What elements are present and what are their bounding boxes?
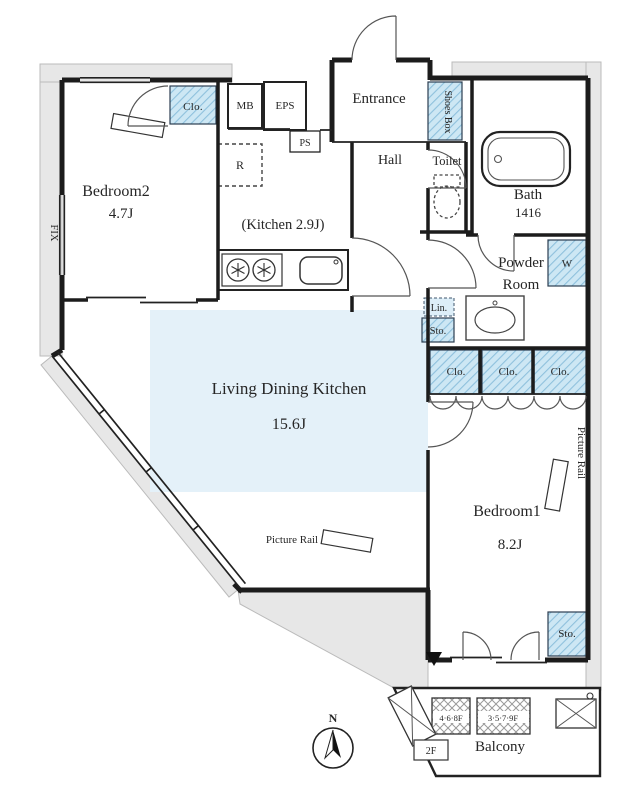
mb-box: [227, 83, 263, 129]
burner-flame-icon: [231, 263, 245, 277]
stove-burner-icon: [252, 258, 276, 282]
refrigerator-label: R: [236, 158, 244, 172]
toilet-label: Toilet: [433, 154, 463, 168]
bathroom-fixtures: [433, 130, 572, 341]
ldk-floor-shading: [150, 310, 428, 492]
compass: [312, 727, 354, 769]
picture-rail-bar-ldk: [320, 529, 374, 553]
bathtub-drain-icon: [493, 154, 503, 164]
burner-flame-icon: [257, 263, 271, 277]
kitchen-sink-icon: [299, 256, 343, 285]
door-arcs: [127, 15, 540, 661]
vanity-sink-icon: [474, 306, 516, 334]
entry-triangle-marker: [426, 652, 442, 666]
unit-floors-b-label: 3·5·7·9F: [488, 713, 518, 723]
hall-label: Hall: [378, 153, 402, 168]
bath-size: 1416: [515, 205, 542, 220]
bedroom2-closet-box: [169, 85, 217, 125]
stove-burner-icon: [226, 258, 250, 282]
shoes-box-label: Shoes Box: [442, 90, 453, 133]
ps-label: PS: [299, 138, 310, 149]
picture-rail-label-right: Picture Rail: [575, 427, 587, 479]
compass-needle-light: [323, 729, 334, 760]
powder-room-label-1: Powder: [498, 255, 544, 271]
kitchen-counter: [217, 249, 349, 291]
closet-door-scallops: [429, 395, 587, 410]
bedroom1-storage-box: [547, 611, 587, 657]
bedroom1-label: Bedroom1: [473, 503, 541, 520]
bedroom2-closet-label: Clo.: [183, 101, 203, 113]
floor-2f-box: [413, 739, 449, 761]
bedroom2-size: 4.7J: [109, 206, 134, 222]
walls-thin: [228, 128, 586, 395]
ldk-label: Living Dining Kitchen: [212, 379, 367, 398]
washer-label: W: [562, 258, 573, 270]
bath-label: Bath: [514, 187, 543, 203]
picture-rail-label-bottom: Picture Rail: [266, 534, 318, 546]
toilet-bowl-icon: [433, 185, 461, 219]
bedroom1-storage-label: Sto.: [558, 628, 576, 640]
floor-2f-label: 2F: [426, 746, 437, 757]
ps-box: [289, 130, 321, 153]
bathtub-inner-icon: [487, 137, 565, 181]
vanity-faucet-icon: [492, 300, 498, 306]
powder-room-label-2: Room: [503, 277, 540, 293]
ac-unit-label-band-b: [478, 711, 529, 723]
compass-north-label: N: [329, 711, 338, 725]
kitchen-label: (Kitchen 2.9J): [242, 217, 325, 233]
ldk-size: 15.6J: [272, 416, 306, 433]
picture-rail-bar-bedroom1: [544, 458, 569, 512]
partition-x-box-left: [387, 685, 437, 747]
walls-outer: [50, 57, 591, 663]
window-lines: [51, 76, 547, 664]
balcony-equipment: [387, 685, 597, 761]
toilet-tank-icon: [433, 174, 461, 188]
faucet-icon: [333, 259, 339, 265]
compass-needle-dark: [333, 730, 341, 758]
bedroom1-size: 8.2J: [498, 537, 523, 553]
entrance-label: Entrance: [352, 91, 406, 107]
fix-window-label: FIX: [48, 225, 59, 242]
balcony-label: Balcony: [475, 739, 525, 755]
mb-label: MB: [236, 100, 253, 112]
bedroom2-label: Bedroom2: [82, 183, 150, 200]
linen-label: Lin.: [431, 303, 447, 314]
labels: Bedroom2 4.7J (Kitchen 2.9J) Living Dini…: [48, 90, 587, 757]
eps-box: [263, 81, 307, 131]
linen-box: [423, 297, 455, 317]
closet3-label: Clo.: [551, 366, 570, 378]
ac-unit-label-band-a: [433, 711, 469, 723]
shoes-box: [427, 81, 463, 141]
hall-storage-label: Sto.: [430, 326, 447, 337]
stove-box: [221, 253, 283, 287]
eps-label: EPS: [276, 100, 295, 112]
bedroom1-closet-box-2: [481, 349, 535, 395]
drain-circle-icon: [586, 692, 594, 700]
exterior-band-bottom: [237, 589, 429, 689]
unit-floors-a-label: 4·6·8F: [439, 713, 462, 723]
bathtub-icon: [480, 130, 572, 188]
closet2-label: Clo.: [499, 366, 518, 378]
closet1-label: Clo.: [447, 366, 466, 378]
partition-x-box-right: [555, 698, 597, 729]
exterior-band-left: [39, 63, 63, 357]
